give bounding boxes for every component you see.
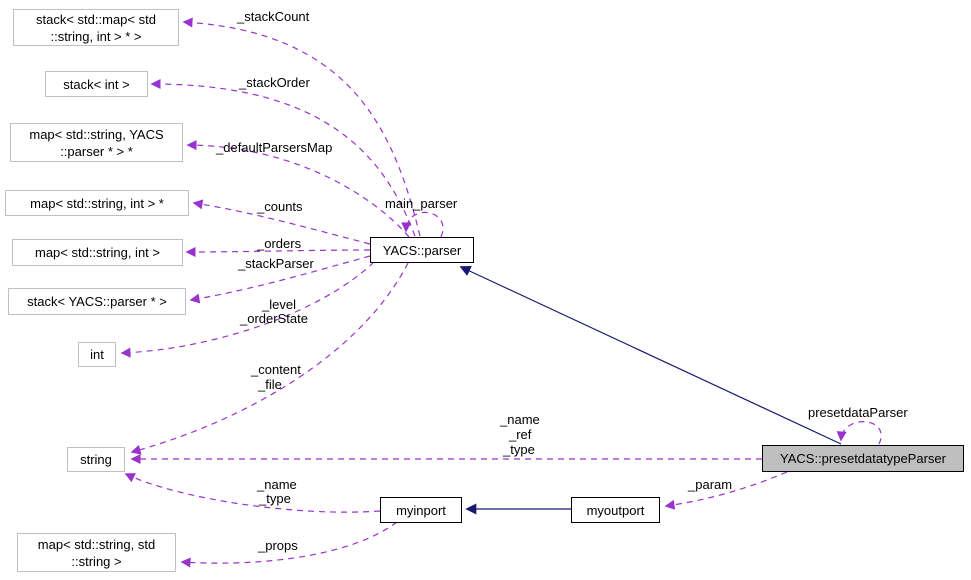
node-string: string xyxy=(67,447,125,472)
node-label-line: map< std::string, std xyxy=(37,536,156,552)
edge-main-parser-selfloop xyxy=(401,211,444,238)
edge-orders xyxy=(185,246,371,257)
node-label-line: ::parser * > * xyxy=(60,143,133,159)
node-myinport[interactable]: myinport xyxy=(380,497,462,523)
edge-label-stackorder: _stackOrder xyxy=(239,75,310,90)
edge-label-level: _level xyxy=(262,297,296,312)
edge-inherit-presetdatatypeparser-parser xyxy=(459,265,842,445)
node-label-line: map< std::string, int > xyxy=(34,245,160,260)
edge-label-orders: _orders xyxy=(257,236,302,251)
edge-stackcount xyxy=(182,17,421,237)
node-label-line: myoutport xyxy=(586,502,645,518)
edge-label-param: _param xyxy=(688,477,733,492)
node-map-string-int-ptr: map< std::string, int > * xyxy=(5,190,189,216)
node-int: int xyxy=(78,342,116,367)
edge-label-name-ref-type-type: _type xyxy=(503,442,535,457)
node-label-line: int xyxy=(90,347,104,362)
edge-label-name-type-name: _name xyxy=(257,477,297,492)
edge-label-name-ref-type-ref: _ref xyxy=(509,427,532,442)
node-label-line: stack< YACS::parser * > xyxy=(27,294,167,309)
edge-defaultparsersmap xyxy=(186,140,410,238)
node-label-line: ::string, int > * > xyxy=(50,28,142,44)
node-stack-int: stack< int > xyxy=(45,71,148,97)
node-stack-map-string-int: stack< std::map< std ::string, int > * > xyxy=(13,9,179,46)
edge-label-presetdataparser: presetdataParser xyxy=(808,405,908,420)
edge-label-counts: _counts xyxy=(257,199,303,214)
edge-label-name-type-type: _type xyxy=(259,491,291,506)
edge-label-content: _content xyxy=(251,362,301,377)
node-label-line: stack< std::map< std xyxy=(36,11,156,27)
edge-content-file xyxy=(130,262,409,455)
node-myoutport[interactable]: myoutport xyxy=(571,497,660,523)
edge-presetdataparser-selfloop xyxy=(836,421,882,445)
node-label-line: myinport xyxy=(396,502,446,518)
node-label-line: map< std::string, YACS xyxy=(29,126,164,142)
edge-name-type xyxy=(124,473,381,513)
edge-label-stackcount: _stackCount xyxy=(237,9,310,24)
node-label-line: map< std::string, int > * xyxy=(30,195,164,211)
node-yacs-presetdatatypeparser[interactable]: YACS::presetdatatypeParser xyxy=(762,445,964,472)
node-map-string-string: map< std::string, std ::string > xyxy=(17,533,176,572)
edge-label-stackparser: _stackParser xyxy=(238,256,314,271)
node-yacs-parser[interactable]: YACS::parser xyxy=(370,237,474,263)
node-label-line: stack< int > xyxy=(63,76,130,92)
node-map-string-int: map< std::string, int > xyxy=(12,239,183,266)
edge-stackparser xyxy=(189,255,371,304)
node-label-line: string xyxy=(80,452,112,467)
node-label-line: YACS::parser xyxy=(382,242,462,258)
edge-props xyxy=(180,521,398,568)
edge-label-name-ref-type-name: _name xyxy=(500,412,540,427)
edge-label-props: _props xyxy=(258,538,298,553)
edge-label-defaultparsersmap: _defaultParsersMap xyxy=(216,140,333,155)
edge-label-orderstate: _orderState xyxy=(240,311,308,326)
node-label-line: YACS::presetdatatypeParser xyxy=(780,451,946,466)
node-map-string-yacs-parser: map< std::string, YACS ::parser * > * xyxy=(10,123,183,162)
edge-param xyxy=(664,471,788,510)
edge-counts xyxy=(192,199,371,245)
edge-label-main-parser: main_parser xyxy=(385,196,458,211)
edge-level-orderstate xyxy=(120,261,375,358)
node-label-line: ::string > xyxy=(71,553,122,569)
node-stack-yacs-parser-ptr: stack< YACS::parser * > xyxy=(8,288,186,315)
edge-label-file: _file xyxy=(258,377,282,392)
